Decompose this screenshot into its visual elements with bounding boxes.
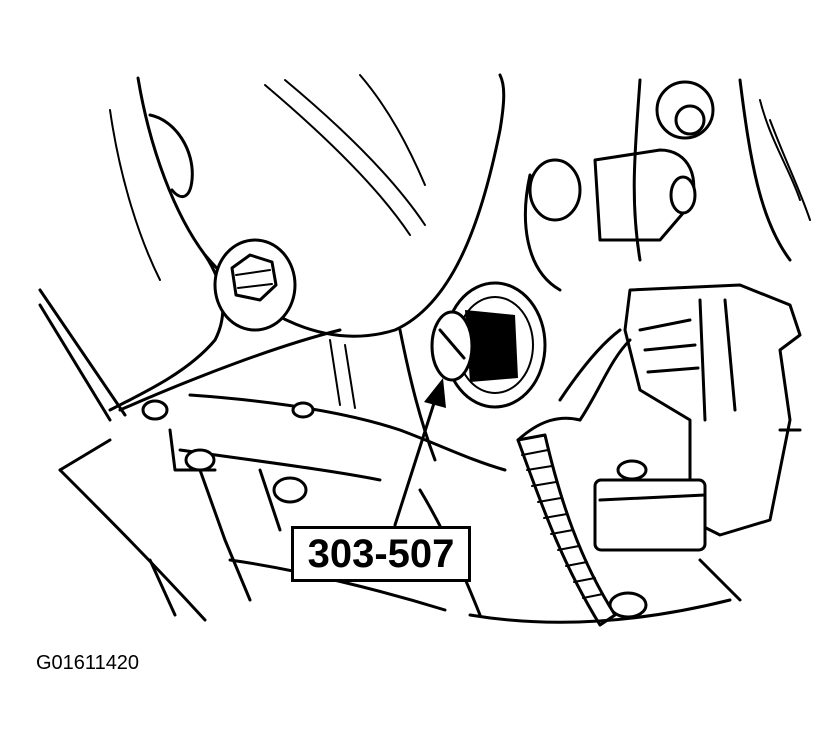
engine-block-right <box>524 78 811 292</box>
figure-id: G01611420 <box>36 652 140 674</box>
tool-callout-label: 303-507 <box>291 526 471 582</box>
upper-left-boss <box>148 113 194 198</box>
special-tool-303-507 <box>430 310 518 382</box>
lower-right-bracket <box>468 428 802 624</box>
hex-bolt-upper <box>213 238 297 332</box>
electrical-connector <box>593 283 802 552</box>
wiring-harness <box>516 328 632 627</box>
callout-arrow <box>393 378 446 527</box>
left-body-panel <box>38 76 225 622</box>
lower-bolts <box>141 399 648 619</box>
